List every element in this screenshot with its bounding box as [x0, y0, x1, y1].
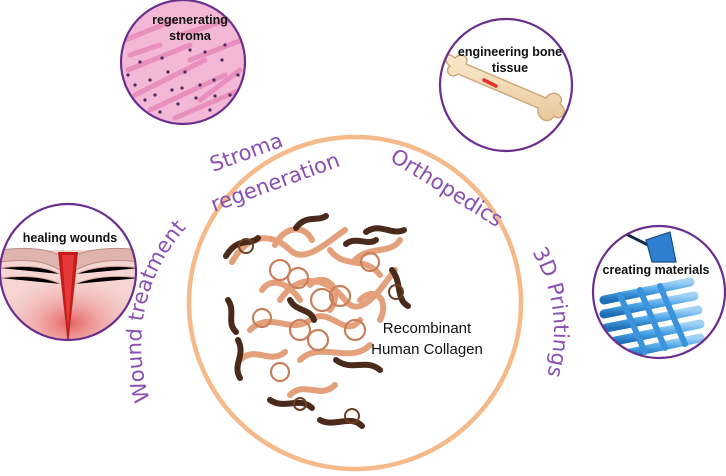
- printing-bubble-border: [591, 224, 726, 360]
- bone-circle-label-2: tissue: [492, 61, 528, 75]
- bone-circle-label-1: engineering bone: [458, 45, 562, 59]
- bone-bubble-border: [438, 17, 574, 153]
- stroma-bubble: regenerating stroma: [119, 0, 247, 126]
- bone-image: [445, 54, 565, 122]
- label-3d-printings: 3D Printings: [528, 243, 573, 381]
- printing-bubble: creating materials: [591, 224, 726, 360]
- wound-circle-label: healing wounds: [23, 231, 117, 245]
- stroma-tissue-image: [121, 0, 245, 124]
- wound-skin-image: [0, 204, 136, 340]
- label-wound-treatment: Wound treatment: [122, 215, 190, 405]
- center-title-line-1: Recombinant: [383, 320, 472, 337]
- printing-circle-label: creating materials: [603, 263, 710, 277]
- wound-bubble: healing wounds: [0, 202, 138, 342]
- bone-bubble: engineering bone tissue: [438, 17, 574, 153]
- central-ring: [186, 134, 524, 472]
- wound-bubble-border: [0, 202, 138, 342]
- stroma-circle-label-1: regenerating: [152, 13, 228, 27]
- center-title-line-2: Human Collagen: [371, 341, 483, 358]
- label-orthopedics: Orthopedics: [386, 144, 507, 232]
- stroma-circle-label-2: stroma: [169, 29, 212, 43]
- protein-structure-image: [223, 213, 411, 429]
- stroma-bubble-border: [119, 0, 247, 126]
